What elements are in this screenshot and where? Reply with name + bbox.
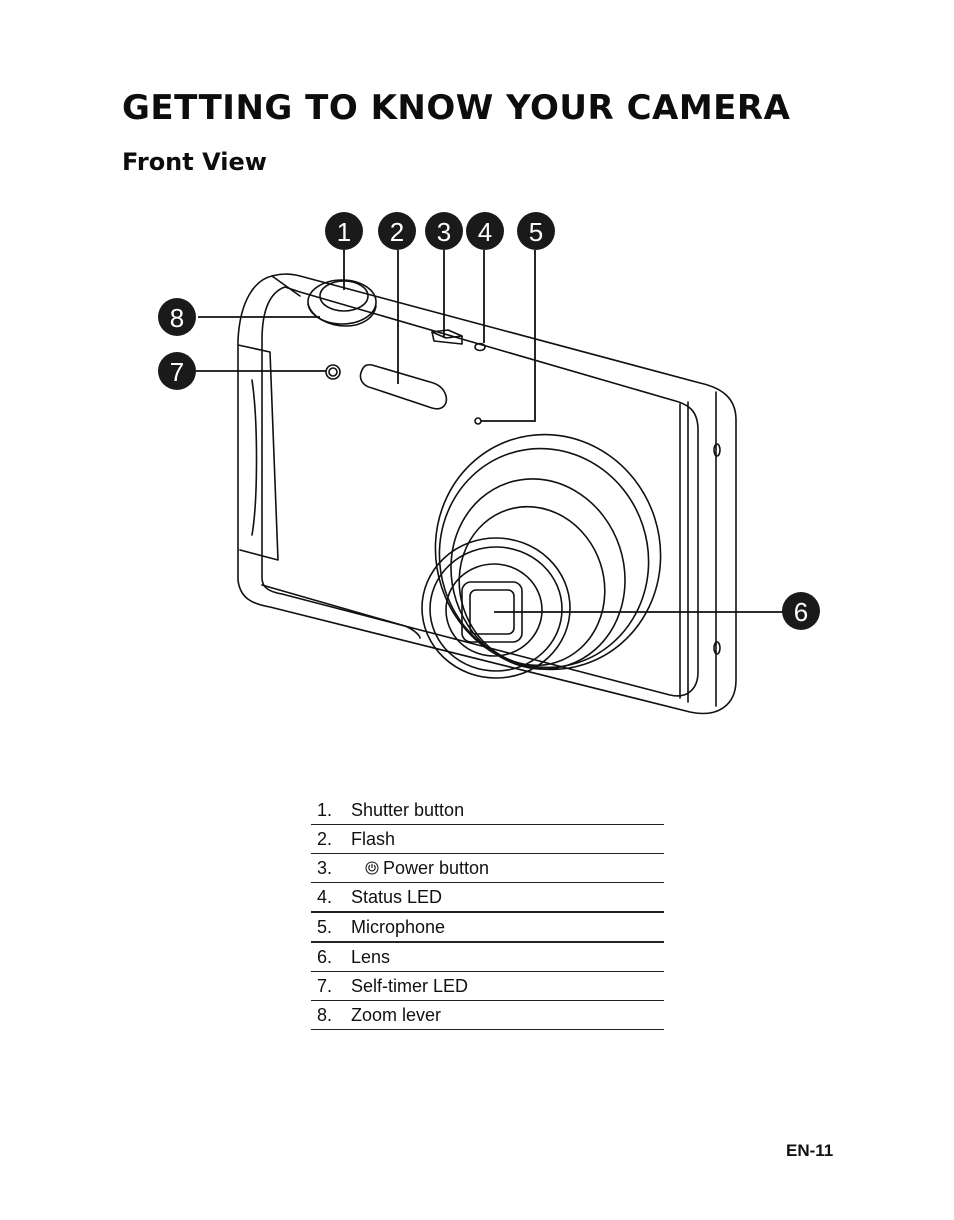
part-label: Zoom lever (351, 1000, 664, 1030)
callout-5: 5 (517, 212, 555, 250)
table-row: 2. Flash (311, 824, 664, 854)
part-label: Power button (383, 857, 490, 878)
table-row: 5. Microphone (311, 912, 664, 943)
table-row: 1. Shutter button (311, 796, 664, 825)
camera-front-view-illustration: 1 2 3 4 5 6 7 8 (158, 212, 820, 715)
table-row: 8. Zoom lever (311, 1000, 664, 1030)
part-label: Lens (351, 942, 664, 972)
part-number: 4. (311, 882, 351, 913)
part-number: 3. (311, 853, 351, 883)
callout-4: 4 (466, 212, 504, 250)
part-number: 8. (311, 1000, 351, 1030)
callout-6: 6 (782, 592, 820, 630)
callout-3: 3 (425, 212, 463, 250)
part-label: Flash (351, 824, 664, 854)
svg-text:2: 2 (390, 217, 404, 247)
part-number: 2. (311, 824, 351, 854)
svg-text:3: 3 (437, 217, 451, 247)
part-label-cell: Power button (351, 853, 664, 883)
svg-text:1: 1 (337, 217, 351, 247)
part-label: Shutter button (351, 796, 664, 825)
section-title: Front View (122, 148, 267, 176)
power-icon (365, 861, 379, 874)
part-number: 6. (311, 942, 351, 972)
camera-body (237, 273, 737, 715)
callout-7: 7 (158, 352, 196, 390)
part-label: Self-timer LED (351, 971, 664, 1001)
table-row: 4. Status LED (311, 882, 664, 913)
part-number: 5. (311, 912, 351, 943)
part-number: 7. (311, 971, 351, 1001)
parts-list: 1. Shutter button 2. Flash 3. Power butt… (311, 796, 664, 1030)
part-number: 1. (311, 796, 351, 825)
callout-2: 2 (378, 212, 416, 250)
svg-text:5: 5 (529, 217, 543, 247)
svg-text:7: 7 (170, 357, 184, 387)
table-row: 3. Power button (311, 853, 664, 883)
svg-text:6: 6 (794, 597, 808, 627)
callout-1: 1 (325, 212, 363, 250)
svg-text:4: 4 (478, 217, 492, 247)
callout-8: 8 (158, 298, 196, 336)
page-title: GETTING TO KNOW YOUR CAMERA (122, 88, 791, 128)
table-row: 7. Self-timer LED (311, 971, 664, 1001)
part-label: Microphone (351, 912, 664, 943)
table-row: 6. Lens (311, 942, 664, 972)
part-label: Status LED (351, 882, 664, 913)
page-number: EN-11 (786, 1141, 834, 1160)
svg-text:8: 8 (170, 303, 184, 333)
